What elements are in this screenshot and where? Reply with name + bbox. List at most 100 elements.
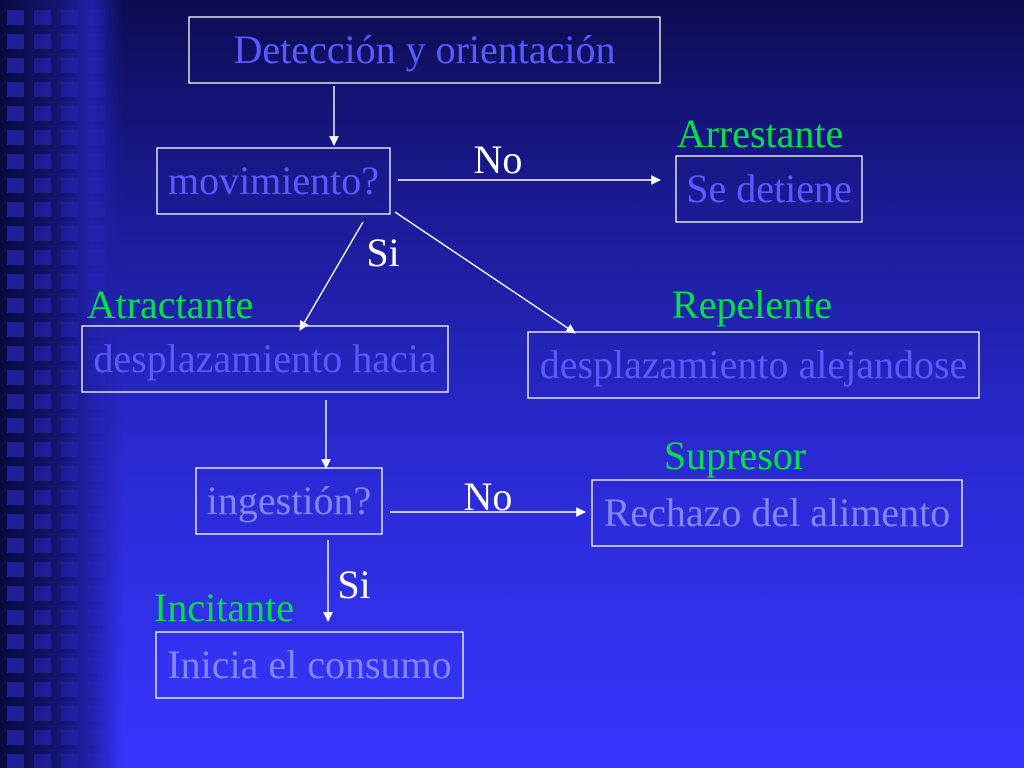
grid-square xyxy=(88,298,105,313)
grid-square xyxy=(61,490,78,505)
grid-square xyxy=(61,514,78,529)
grid-square xyxy=(7,442,24,457)
grid-square xyxy=(61,82,78,97)
grid-square xyxy=(88,250,105,265)
grid-square xyxy=(34,610,51,625)
grid-square xyxy=(34,106,51,121)
grid-square xyxy=(88,370,105,385)
class-label-repelente: Repelente xyxy=(672,282,832,327)
node-text-desplazamiento-hacia: desplazamiento hacia xyxy=(93,336,436,381)
node-ingestion: ingestión? xyxy=(195,467,383,535)
class-label-atractante: Atractante xyxy=(87,282,254,327)
grid-square xyxy=(7,10,24,25)
grid-square xyxy=(7,154,24,169)
grid-square xyxy=(61,538,78,553)
grid-square xyxy=(88,178,105,193)
grid-square xyxy=(34,298,51,313)
grid-square xyxy=(34,538,51,553)
grid-square xyxy=(88,346,105,361)
grid-square xyxy=(61,658,78,673)
node-desplazamiento-hacia: desplazamiento hacia xyxy=(81,325,449,393)
grid-square xyxy=(7,346,24,361)
grid-square xyxy=(88,754,105,768)
grid-square xyxy=(61,730,78,745)
class-label-incitante: Incitante xyxy=(154,585,294,630)
grid-square xyxy=(61,154,78,169)
grid-square xyxy=(88,682,105,697)
grid-square xyxy=(61,634,78,649)
grid-square xyxy=(61,202,78,217)
grid-square xyxy=(34,370,51,385)
grid-square xyxy=(88,442,105,457)
node-box-ingestion xyxy=(195,467,383,535)
grid-square xyxy=(61,442,78,457)
grid-square xyxy=(34,154,51,169)
grid-square xyxy=(7,274,24,289)
grid-square xyxy=(61,274,78,289)
grid-square xyxy=(88,154,105,169)
grid-square xyxy=(34,346,51,361)
node-movimiento: movimiento? xyxy=(156,147,391,215)
grid-square xyxy=(88,706,105,721)
grid-square xyxy=(61,394,78,409)
grid-square xyxy=(7,82,24,97)
grid-square xyxy=(34,226,51,241)
grid-square xyxy=(34,466,51,481)
grid-square xyxy=(61,370,78,385)
grid-square xyxy=(7,322,24,337)
grid-square xyxy=(88,58,105,73)
grid-square xyxy=(34,82,51,97)
grid-square xyxy=(61,706,78,721)
grid-square xyxy=(34,274,51,289)
node-box-rechazo xyxy=(591,479,963,547)
grid-square xyxy=(34,514,51,529)
grid-square xyxy=(61,322,78,337)
node-box-deteccion xyxy=(188,16,661,84)
grid-square xyxy=(61,58,78,73)
grid-square xyxy=(34,10,51,25)
edge-label-ingestion-to-consumo: Si xyxy=(337,562,370,607)
grid-square xyxy=(7,490,24,505)
grid-square xyxy=(7,514,24,529)
node-text-movimiento: movimiento? xyxy=(168,158,379,203)
node-box-movimiento xyxy=(156,147,391,215)
grid-square xyxy=(61,754,78,768)
grid-square xyxy=(88,538,105,553)
grid-square xyxy=(34,178,51,193)
node-box-inicia-consumo xyxy=(155,631,464,699)
grid-square xyxy=(7,130,24,145)
grid-square xyxy=(7,682,24,697)
grid-square xyxy=(7,202,24,217)
grid-square xyxy=(34,490,51,505)
grid-square xyxy=(34,418,51,433)
grid-square xyxy=(7,610,24,625)
grid-square xyxy=(7,586,24,601)
grid-square xyxy=(7,730,24,745)
grid-square xyxy=(34,658,51,673)
grid-square xyxy=(34,34,51,49)
grid-square xyxy=(88,82,105,97)
grid-square xyxy=(34,682,51,697)
node-text-rechazo: Rechazo del alimento xyxy=(604,490,951,535)
grid-square xyxy=(88,466,105,481)
grid-square xyxy=(88,658,105,673)
grid-square xyxy=(61,226,78,241)
edge-label-movimiento-to-se-detiene: No xyxy=(474,137,523,182)
grid-square xyxy=(7,562,24,577)
node-box-se-detiene xyxy=(675,155,863,223)
grid-square xyxy=(7,106,24,121)
grid-square xyxy=(7,754,24,768)
grid-square xyxy=(61,610,78,625)
grid-square xyxy=(88,634,105,649)
grid-square xyxy=(7,706,24,721)
grid-square xyxy=(61,562,78,577)
node-box-desplazamiento-alejandose xyxy=(527,331,980,399)
node-deteccion: Detección y orientación xyxy=(188,16,661,84)
grid-square xyxy=(88,226,105,241)
grid-square xyxy=(34,394,51,409)
grid-square xyxy=(88,610,105,625)
node-rechazo: Rechazo del alimento xyxy=(591,479,963,547)
grid-square xyxy=(61,418,78,433)
